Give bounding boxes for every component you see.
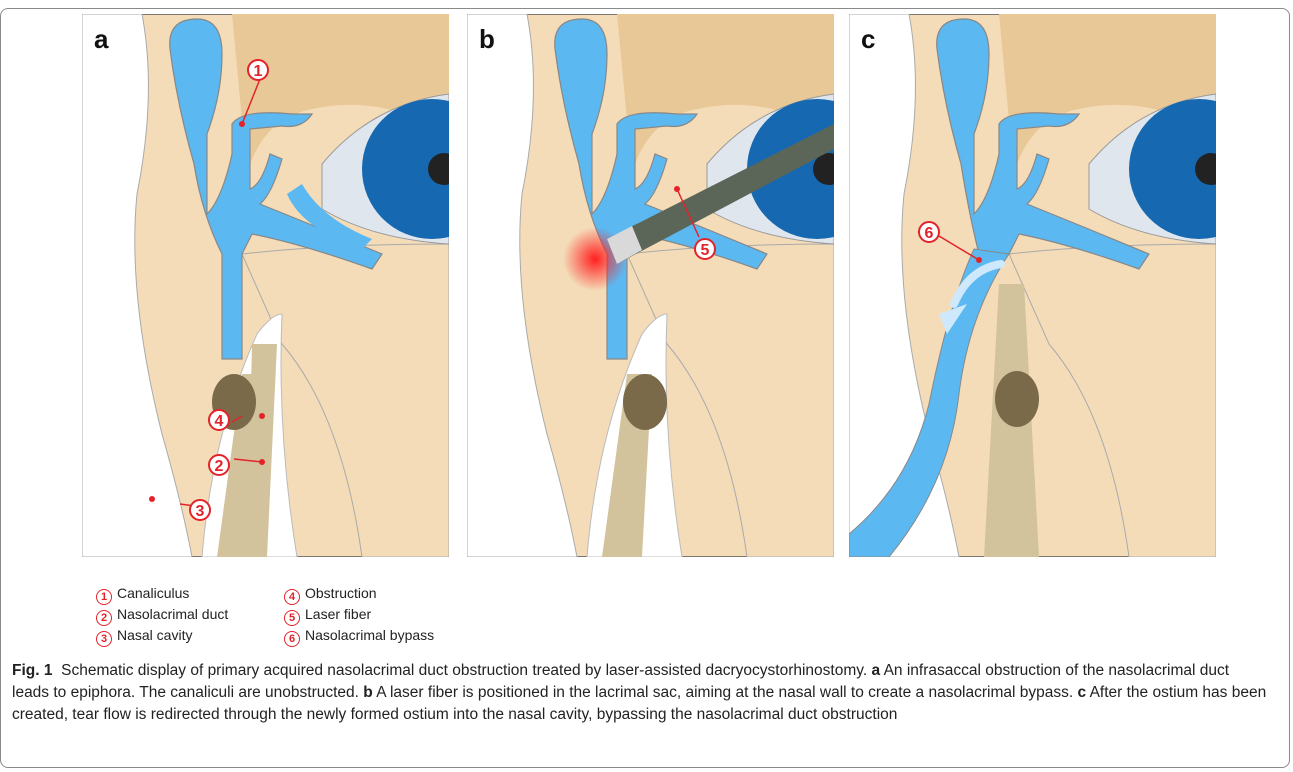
legend-item: 5 Laser fiber [284, 604, 514, 625]
caption-key-c: c [1078, 684, 1087, 701]
figure-label: Fig. 1 [12, 662, 52, 679]
panel-c-illustration: 6 c [849, 14, 1216, 557]
legend-number: 6 [284, 631, 300, 647]
legend-number: 1 [96, 589, 112, 605]
marker-3: 3 [196, 503, 205, 520]
legend-column-2: 4 Obstruction 5 Laser fiber 6 Nasolacrimal … [284, 583, 514, 646]
legend-label: Nasolacrimal duct [117, 606, 228, 622]
legend-number: 4 [284, 589, 300, 605]
legend-number: 5 [284, 610, 300, 626]
legend-item: 4 Obstruction [284, 583, 514, 604]
caption-text-b: A laser fiber is positioned in the lacri… [376, 684, 1073, 701]
figure-caption: Fig. 1 Schematic display of primary acqu… [12, 660, 1267, 726]
legend-number: 2 [96, 610, 112, 626]
panel-a: 1 4 2 3 a [82, 14, 449, 557]
legend-item: 6 Nasolacrimal bypass [284, 625, 514, 646]
marker-2: 2 [215, 458, 224, 475]
marker-6: 6 [925, 225, 934, 242]
legend-label: Nasal cavity [117, 627, 192, 643]
legend-label: Laser fiber [305, 606, 371, 622]
caption-intro: Schematic display of primary acquired na… [61, 662, 867, 679]
caption-key-b: b [363, 684, 372, 701]
legend-label: Nasolacrimal bypass [305, 627, 434, 643]
legend-label: Canaliculus [117, 585, 189, 601]
legend-label: Obstruction [305, 585, 377, 601]
panel-b-illustration: 5 b [467, 14, 834, 557]
legend-number: 3 [96, 631, 112, 647]
panel-c-letter: c [861, 24, 875, 54]
marker-5: 5 [701, 242, 710, 259]
panel-c: 6 c [849, 14, 1216, 557]
panel-b-letter: b [479, 24, 495, 54]
marker-1: 1 [254, 63, 263, 80]
marker-4: 4 [215, 413, 224, 430]
panel-a-letter: a [94, 24, 109, 54]
caption-key-a: a [871, 662, 880, 679]
panel-a-illustration: 1 4 2 3 a [82, 14, 449, 557]
panel-b: 5 b [467, 14, 834, 557]
